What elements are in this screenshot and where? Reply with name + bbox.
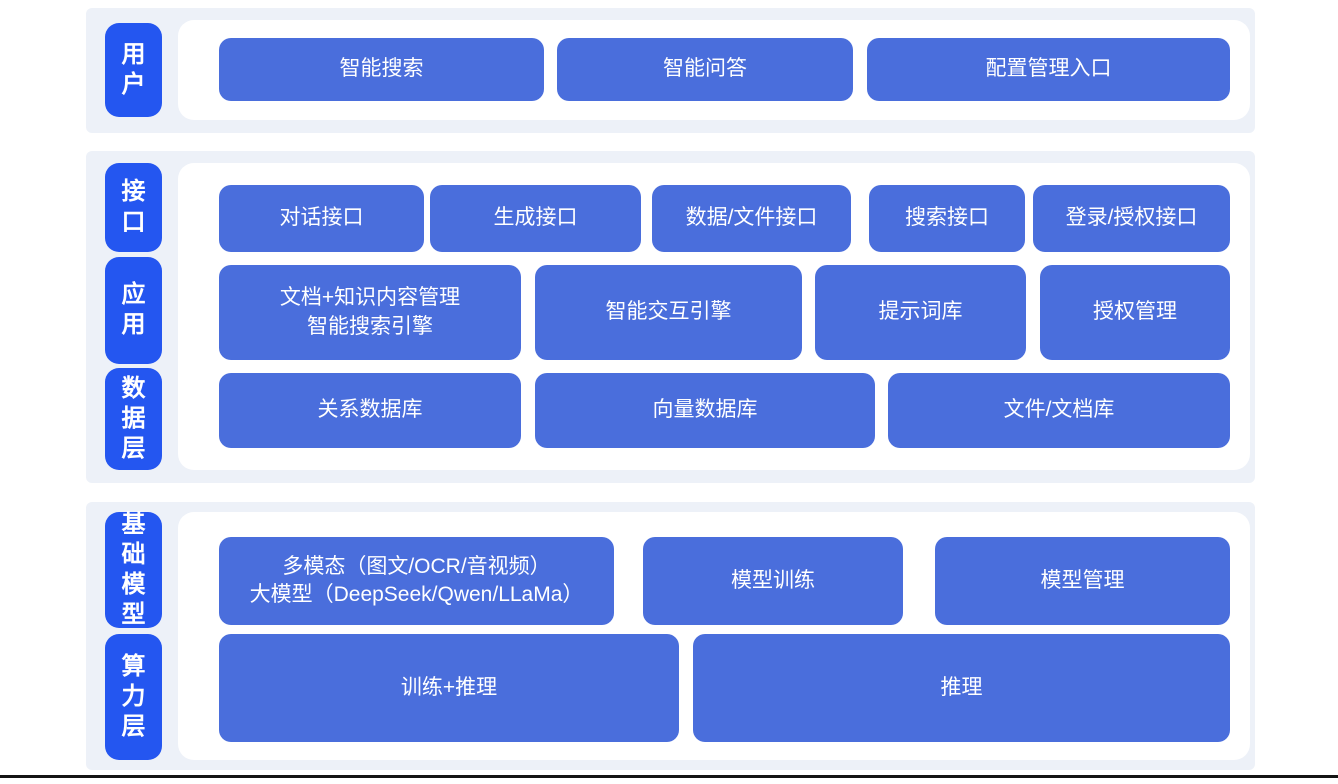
architecture-diagram: 用户 智能搜索 智能问答 配置管理入口 接口 应用 数据层 对话接口 生成接口 …	[86, 8, 1255, 770]
block-search-api: 搜索接口	[869, 185, 1025, 252]
block-data-file-api: 数据/文件接口	[652, 185, 851, 252]
bottom-divider-line	[0, 775, 1338, 778]
block-smart-interaction-engine: 智能交互引擎	[535, 265, 802, 360]
block-model-training: 模型训练	[643, 537, 903, 625]
data-row: 关系数据库 向量数据库 文件/文档库	[219, 373, 1230, 448]
band-foundation-panel: 多模态（图文/OCR/音视频） 大模型（DeepSeek/Qwen/LLaMa）…	[178, 512, 1250, 760]
label-data-layer: 数据层	[105, 368, 162, 470]
block-generation-api: 生成接口	[430, 185, 641, 252]
block-config-management-entry: 配置管理入口	[867, 38, 1230, 101]
band-user: 用户 智能搜索 智能问答 配置管理入口	[86, 8, 1255, 133]
band-middle-labels: 接口 应用 数据层	[105, 163, 162, 470]
block-training-plus-inference: 训练+推理	[219, 634, 679, 742]
block-prompt-library: 提示词库	[815, 265, 1026, 360]
block-relational-database: 关系数据库	[219, 373, 521, 448]
block-multimodal-large-model: 多模态（图文/OCR/音视频） 大模型（DeepSeek/Qwen/LLaMa）	[219, 537, 614, 625]
band-user-labels: 用户	[105, 20, 162, 120]
block-login-auth-api: 登录/授权接口	[1033, 185, 1230, 252]
application-row: 文档+知识内容管理 智能搜索引擎 智能交互引擎 提示词库 授权管理	[219, 265, 1230, 360]
band-user-panel: 智能搜索 智能问答 配置管理入口	[178, 20, 1250, 120]
foundation-model-row: 多模态（图文/OCR/音视频） 大模型（DeepSeek/Qwen/LLaMa）…	[219, 537, 1230, 625]
interface-row: 对话接口 生成接口 数据/文件接口 搜索接口 登录/授权接口	[219, 185, 1230, 252]
block-file-document-store: 文件/文档库	[888, 373, 1230, 448]
block-smart-qa: 智能问答	[557, 38, 853, 101]
block-model-management: 模型管理	[935, 537, 1230, 625]
block-vector-database: 向量数据库	[535, 373, 875, 448]
label-application: 应用	[105, 256, 162, 364]
label-interface: 接口	[105, 163, 162, 252]
band-interface-application-data: 接口 应用 数据层 对话接口 生成接口 数据/文件接口 搜索接口 登录/授权接口…	[86, 151, 1255, 483]
block-dialog-api: 对话接口	[219, 185, 424, 252]
label-compute-layer: 算力层	[105, 634, 162, 760]
block-inference: 推理	[693, 634, 1230, 742]
band-foundation-labels: 基础模型 算力层	[105, 511, 162, 760]
user-row: 智能搜索 智能问答 配置管理入口	[219, 38, 1230, 101]
label-foundation-model: 基础模型	[105, 511, 162, 628]
block-smart-search: 智能搜索	[219, 38, 544, 101]
label-user: 用户	[105, 23, 162, 117]
block-doc-knowledge-management-search-engine: 文档+知识内容管理 智能搜索引擎	[219, 265, 521, 360]
band-foundation-compute: 基础模型 算力层 多模态（图文/OCR/音视频） 大模型（DeepSeek/Qw…	[86, 502, 1255, 770]
band-middle-panel: 对话接口 生成接口 数据/文件接口 搜索接口 登录/授权接口 文档+知识内容管理…	[178, 163, 1250, 470]
compute-row: 训练+推理 推理	[219, 634, 1230, 742]
block-authorization-management: 授权管理	[1040, 265, 1230, 360]
